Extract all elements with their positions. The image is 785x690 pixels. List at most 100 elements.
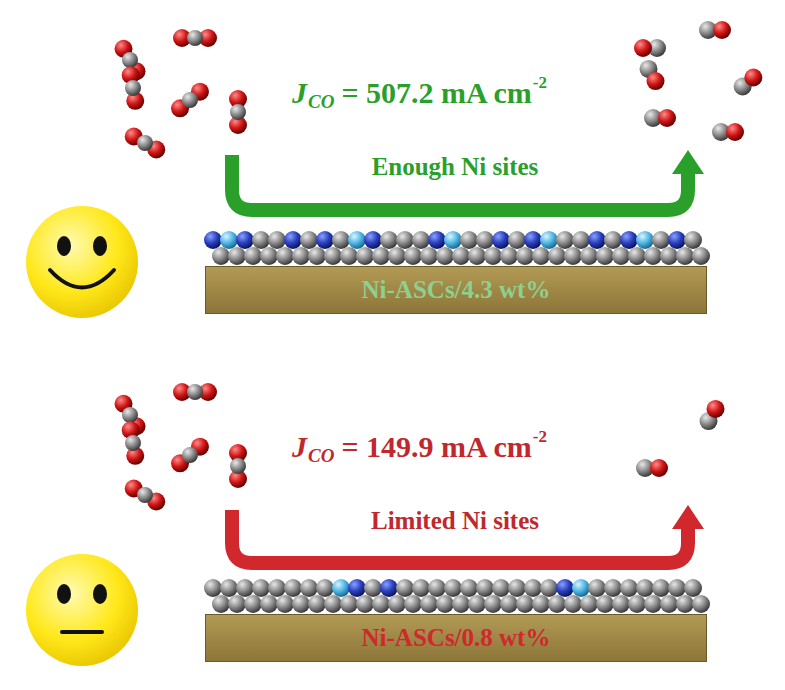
ni-site-atom — [220, 231, 238, 249]
atom — [122, 407, 138, 423]
carbon-atom — [468, 595, 486, 613]
arrow-head — [672, 505, 704, 529]
carbon-atom — [532, 595, 550, 613]
atom — [125, 80, 141, 96]
carbon-atom — [388, 247, 406, 265]
carbon-atom — [500, 595, 518, 613]
carbon-atom — [380, 231, 398, 249]
ni-site-atom — [204, 231, 222, 249]
carbon-atom — [644, 247, 662, 265]
carbon-atom — [292, 595, 310, 613]
carbon-atom — [572, 231, 590, 249]
carbon-atom — [684, 579, 702, 597]
carbon-atom — [212, 247, 230, 265]
atom — [647, 72, 665, 90]
atom — [187, 384, 203, 400]
carbon-atom — [596, 247, 614, 265]
carbon-atom — [596, 595, 614, 613]
ni-site-atom — [428, 231, 446, 249]
carbon-atom — [492, 579, 510, 597]
carbon-atom — [452, 247, 470, 265]
carbon-atom — [276, 595, 294, 613]
carbon-atom — [220, 579, 238, 597]
atom — [744, 69, 762, 87]
atom — [182, 92, 198, 108]
atom — [713, 21, 731, 39]
carbon-atom — [340, 247, 358, 265]
carbon-atom — [324, 247, 342, 265]
carbon-atom — [476, 579, 494, 597]
carbon-atom — [300, 231, 318, 249]
ni-site-atom — [668, 231, 686, 249]
carbon-atom — [508, 579, 526, 597]
ni-site-atom — [348, 231, 366, 249]
subscript: CO — [308, 446, 334, 465]
carbon-atom — [420, 595, 438, 613]
carbon-atom — [508, 231, 526, 249]
ni-site-atom — [492, 231, 510, 249]
happy-face — [26, 206, 138, 318]
atom — [634, 39, 652, 57]
green-arrow — [232, 155, 688, 210]
carbon-atom — [292, 247, 310, 265]
neutral-face — [26, 554, 138, 666]
carbon-atom — [604, 579, 622, 597]
carbon-atom — [308, 595, 326, 613]
carbon-atom — [252, 579, 270, 597]
carbon-atom — [268, 579, 286, 597]
carbon-atom — [308, 247, 326, 265]
atom — [726, 123, 744, 141]
arrow-label: Limited Ni sites — [371, 508, 539, 533]
superscript: -2 — [533, 74, 547, 91]
carbon-atom — [660, 247, 678, 265]
carbon-atom — [436, 247, 454, 265]
carbon-atom — [556, 231, 574, 249]
carbon-atom — [652, 231, 670, 249]
loading-label: Ni-ASCs/4.3 wt% — [362, 276, 551, 304]
carbon-atom — [540, 579, 558, 597]
carbon-atom — [580, 595, 598, 613]
atom — [650, 459, 668, 477]
carbon-atom — [668, 579, 686, 597]
ni-site-atom — [284, 231, 302, 249]
carbon-atom — [404, 247, 422, 265]
carbon-atom — [436, 595, 454, 613]
carbon-atom — [204, 579, 222, 597]
carbon-atom — [620, 579, 638, 597]
atom — [137, 487, 153, 503]
carbon-atom — [396, 231, 414, 249]
ni-site-atom — [332, 579, 350, 597]
current-symbol: J — [292, 78, 307, 108]
carbon-atom — [364, 579, 382, 597]
carbon-atom — [324, 595, 342, 613]
carbon-atom — [252, 231, 270, 249]
carbon-atom — [524, 579, 542, 597]
carbon-atom — [276, 247, 294, 265]
carbon-atom — [628, 595, 646, 613]
carbon-atom — [564, 595, 582, 613]
carbon-atom — [236, 579, 254, 597]
loading-label: Ni-ASCs/0.8 wt% — [362, 624, 551, 652]
atom — [187, 30, 203, 46]
carbon-atom — [268, 231, 286, 249]
ni-site-atom — [540, 231, 558, 249]
ni-site-atom — [380, 579, 398, 597]
carbon-atom — [244, 247, 262, 265]
molecules — [115, 21, 763, 511]
carbon-atom — [500, 247, 518, 265]
atom — [182, 447, 198, 463]
carbon-atom — [388, 595, 406, 613]
carbon-atom — [532, 247, 550, 265]
carbon-atom — [676, 247, 694, 265]
carbon-atom — [484, 247, 502, 265]
atom — [230, 458, 246, 474]
substrate-bar: Ni-ASCs/4.3 wt% — [205, 266, 707, 314]
carbon-atom — [356, 595, 374, 613]
carbon-atom — [260, 247, 278, 265]
carbon-atom — [332, 231, 350, 249]
carbon-atom — [692, 247, 710, 265]
ni-site-atom — [572, 579, 590, 597]
carbon-atom — [468, 247, 486, 265]
carbon-atom — [476, 231, 494, 249]
